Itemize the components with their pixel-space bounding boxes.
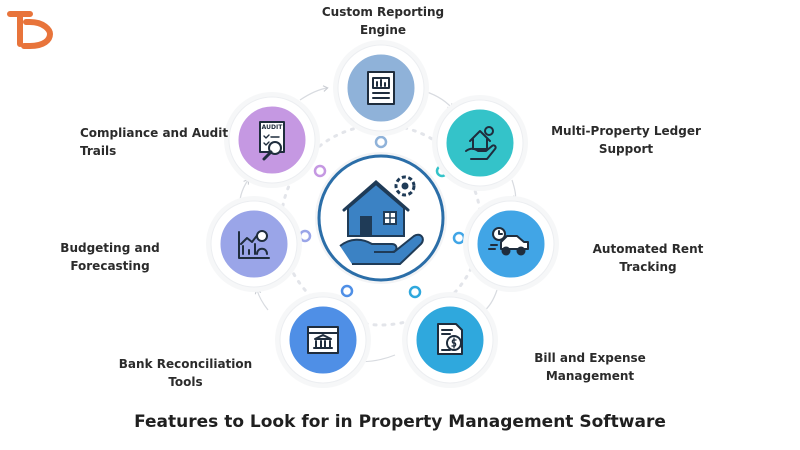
audit-icon-label: AUDIT [262, 124, 284, 131]
feature-node-ledger [432, 95, 528, 191]
invoice-dollar-icon [437, 323, 463, 355]
feature-node-reporting [333, 40, 429, 136]
feature-node-audit: AUDIT [224, 92, 320, 188]
car-clock-icon [488, 227, 529, 256]
feature-nodes: AUDIT [206, 40, 559, 388]
central-hub [315, 152, 447, 284]
feature-node-budget [206, 196, 302, 292]
brand-logo [7, 11, 54, 49]
report-document-icon [367, 71, 395, 105]
feature-node-bills [402, 292, 498, 388]
feature-node-rent [463, 196, 559, 292]
house-hand-gear-icon [465, 126, 497, 160]
audit-magnifier-icon: AUDIT [259, 121, 285, 161]
chart-person-icon [238, 230, 270, 259]
house-hand-gear-icon [339, 175, 424, 265]
feature-node-bank [275, 292, 371, 388]
ring-dots [298, 135, 466, 299]
bank-window-icon [307, 326, 339, 354]
page-title: Features to Look for in Property Managem… [134, 412, 666, 432]
